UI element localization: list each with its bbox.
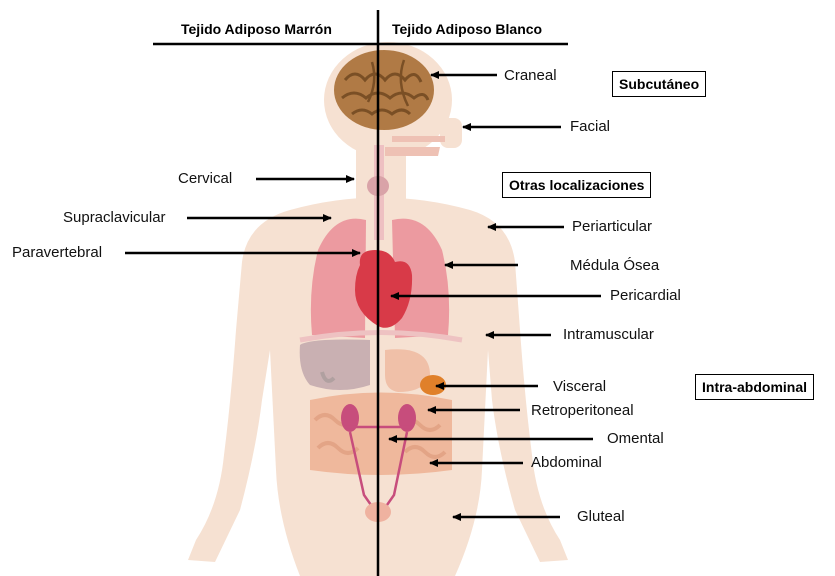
- category-otras-localizaciones: Otras localizaciones: [502, 172, 651, 198]
- label-pericardial: Pericardial: [610, 287, 681, 305]
- category-subcutaneo: Subcutáneo: [612, 71, 706, 97]
- category-intra-abdominal: Intra-abdominal: [695, 374, 814, 400]
- label-periarticular: Periarticular: [572, 218, 652, 236]
- header-white-adipose: Tejido Adiposo Blanco: [392, 20, 542, 38]
- label-supraclavicular: Supraclavicular: [63, 209, 166, 227]
- label-craneal: Craneal: [504, 67, 557, 85]
- label-cervical: Cervical: [178, 170, 232, 188]
- header-brown-adipose: Tejido Adiposo Marrón: [181, 20, 332, 38]
- label-visceral: Visceral: [553, 378, 606, 396]
- label-paravertebral: Paravertebral: [12, 244, 102, 262]
- label-facial: Facial: [570, 118, 610, 136]
- jaw-shape: [385, 147, 440, 156]
- label-retroperitoneal: Retroperitoneal: [531, 402, 634, 420]
- label-omental: Omental: [607, 430, 664, 448]
- label-gluteal: Gluteal: [577, 508, 625, 526]
- brain: [334, 50, 434, 130]
- label-intramuscular: Intramuscular: [563, 326, 654, 344]
- mouth-shape: [392, 136, 445, 142]
- label-abdominal: Abdominal: [531, 454, 602, 472]
- label-medula-osea: Médula Ósea: [570, 257, 659, 275]
- liver: [300, 340, 370, 390]
